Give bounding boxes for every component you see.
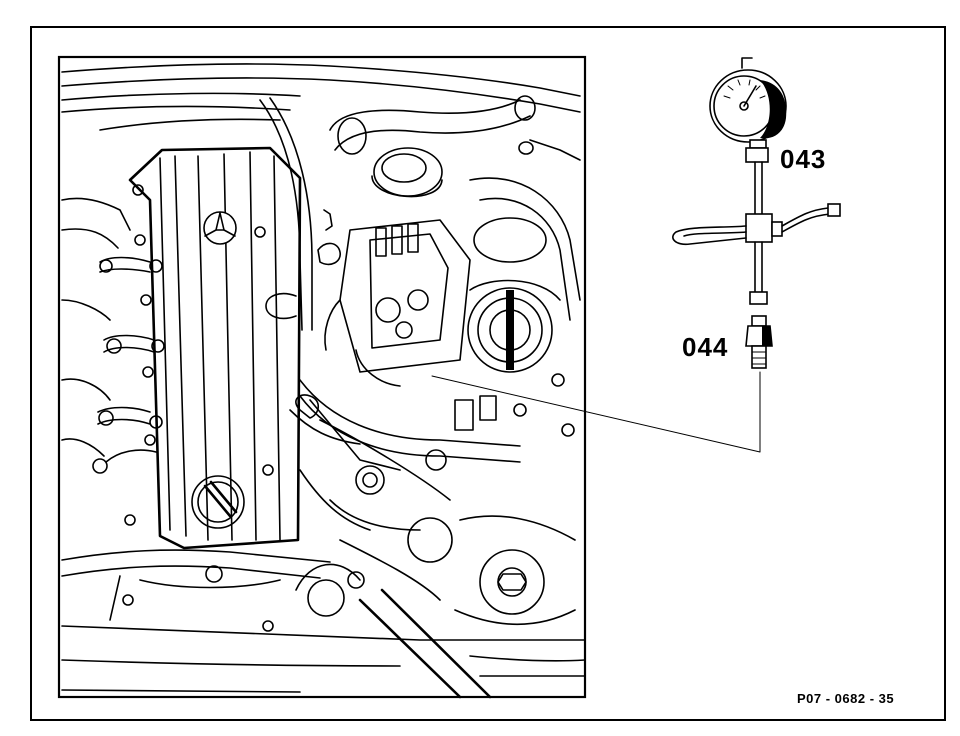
adapter-fitting-icon <box>745 315 773 369</box>
t-fitting-icon <box>672 161 841 305</box>
mercedes-star-icon <box>203 211 237 245</box>
pressure-gauge-icon <box>709 57 787 163</box>
engine-illustration <box>61 63 586 699</box>
engine-panel-frame <box>57 55 587 699</box>
callout-gauge-label: 043 <box>780 144 827 174</box>
outer-frame <box>30 26 946 721</box>
callout-adapter-label: 044 <box>682 332 729 362</box>
leader-line <box>431 371 761 453</box>
figure-code: P07 - 0682 - 35 <box>797 691 895 706</box>
